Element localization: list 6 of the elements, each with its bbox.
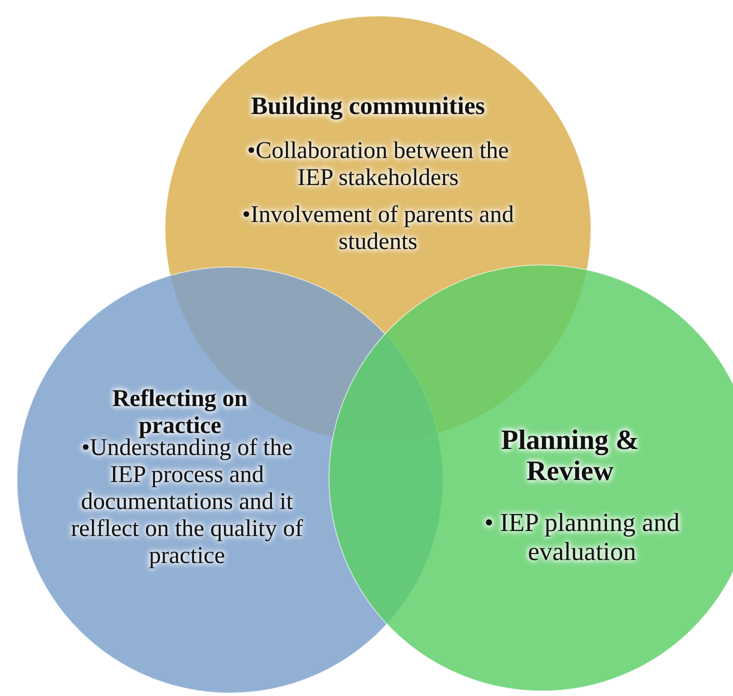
bullet-text: •Collaboration between the IEP stakeholders — [246, 138, 510, 192]
bullet-text: •Involvement of parents and students — [241, 202, 515, 256]
circle-heading: Planning & Review — [500, 425, 640, 488]
circle-heading: Building communities — [250, 93, 486, 121]
bullet-text: • IEP planning and evaluation — [483, 508, 681, 566]
circle-heading: Reflecting on practice — [112, 386, 248, 439]
